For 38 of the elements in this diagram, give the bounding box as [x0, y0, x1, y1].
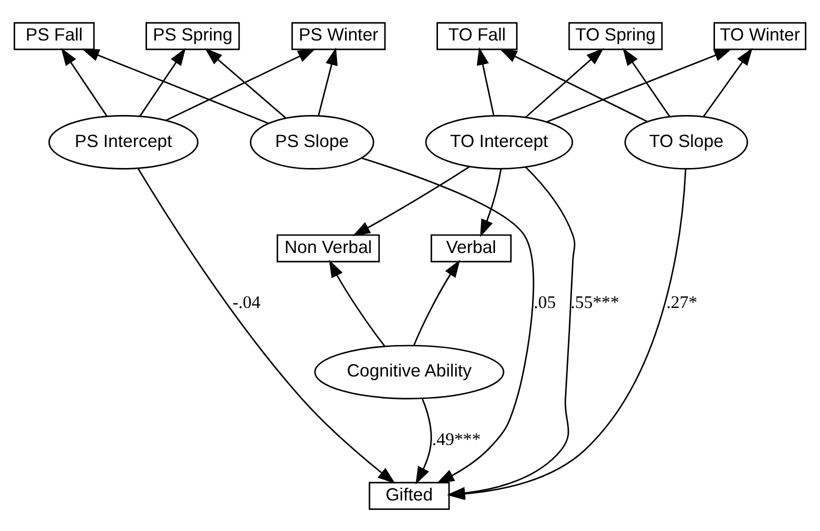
arrow	[166, 48, 316, 121]
arrow	[622, 47, 670, 116]
arrow	[499, 48, 648, 122]
arrow	[546, 48, 732, 122]
node-ellipse: PS Slope	[250, 114, 374, 169]
arrow	[204, 48, 286, 118]
node-box: PS Fall	[14, 22, 95, 50]
node-ellipse: Cognitive Ability	[314, 344, 504, 399]
arrow	[61, 47, 108, 116]
edge-label: .49***	[432, 428, 481, 449]
edge-label: -.04	[232, 292, 260, 312]
arrow	[139, 47, 186, 116]
arrow	[525, 47, 604, 118]
node-box: PS Spring	[146, 22, 240, 50]
arrow	[352, 166, 470, 236]
arrow	[476, 46, 494, 115]
edge-label: .55***	[570, 292, 620, 312]
node-box: Verbal	[430, 234, 512, 262]
node-ellipse: TO Slope	[624, 114, 748, 169]
arrow	[328, 259, 386, 346]
node-box: Gifted	[368, 481, 450, 510]
arrow	[703, 47, 753, 116]
edge-label: .27*	[666, 292, 698, 312]
node-box: TO Spring	[568, 22, 663, 50]
node-box: Non Verbal	[276, 234, 380, 262]
node-box: TO Fall	[436, 22, 518, 50]
node-box: TO Winter	[714, 22, 806, 50]
arrow	[137, 167, 396, 484]
node-box: PS Winter	[291, 22, 386, 50]
arrow	[416, 398, 432, 484]
node-ellipse: TO Intercept	[425, 114, 574, 169]
arrow	[82, 48, 269, 124]
arrow	[413, 259, 460, 346]
arrow	[318, 46, 338, 116]
node-ellipse: PS Intercept	[48, 114, 199, 169]
arrow	[480, 168, 502, 237]
edge-label: .05	[534, 292, 556, 312]
arrow	[362, 157, 534, 483]
